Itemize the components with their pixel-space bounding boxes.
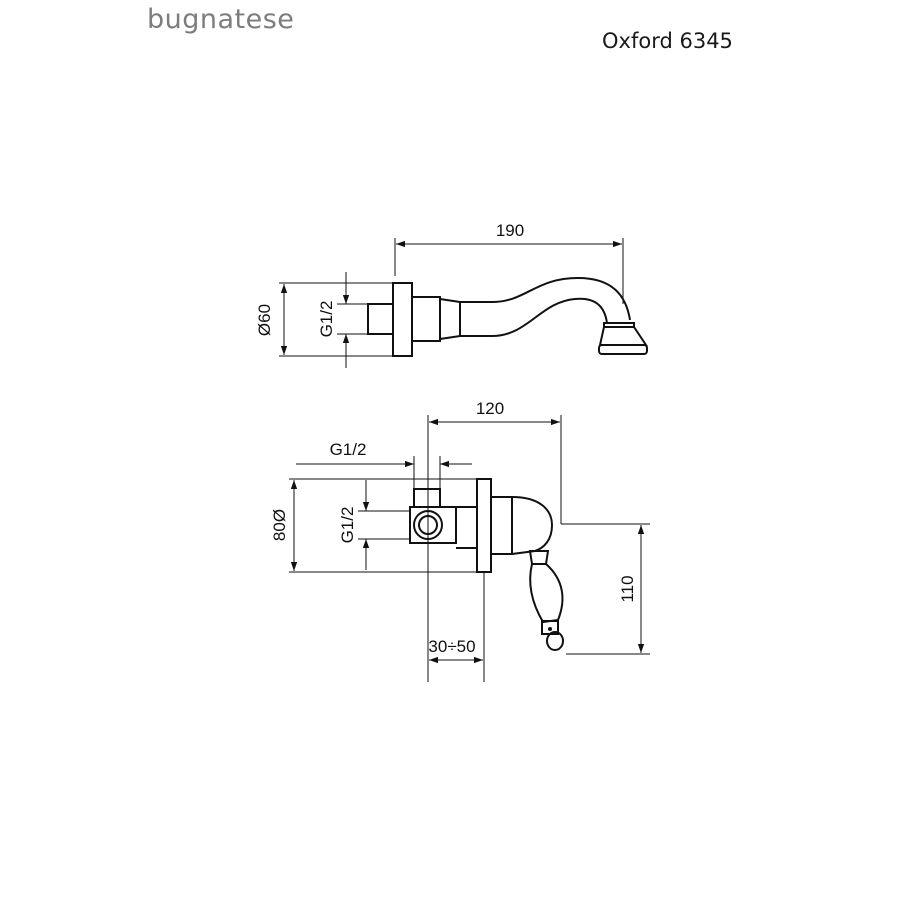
dimension-thread-side: G1/2 [338,480,410,570]
dimension-diameter-80: 80Ø [270,478,477,573]
dimension-120: 120 [427,399,562,682]
dimension-190: 190 [394,221,624,304]
dimension-thread-spout-label: G1/2 [317,301,336,338]
dimension-30-50-label: 30÷50 [428,637,475,656]
brand-logo: bugnatese [147,4,295,35]
dimension-diameter-80-label: 80Ø [270,509,289,541]
dimension-190-label: 190 [496,221,524,240]
dimension-diameter-60-label: Ø60 [255,304,274,336]
mixer-handle [528,550,564,651]
model-title: Oxford 6345 [602,29,733,53]
dimension-thread-top: G1/2 [296,440,472,489]
dimension-30-50: 30÷50 [428,572,485,682]
dimension-120-label: 120 [476,399,504,418]
dimension-110-label: 110 [618,575,637,602]
spout-view: 190 Ø60 G1/2 [255,221,648,368]
dimension-thread-spout: G1/2 [317,272,368,368]
dimension-thread-side-label: G1/2 [338,507,357,544]
mixer-view: 120 G1/2 80Ø G1/2 [270,399,650,682]
dimension-110: 110 [561,523,650,655]
dimension-diameter-60: Ø60 [255,282,393,357]
dimension-thread-top-label: G1/2 [330,440,367,459]
spout-outline [367,276,648,357]
mixer-outline [409,478,564,651]
